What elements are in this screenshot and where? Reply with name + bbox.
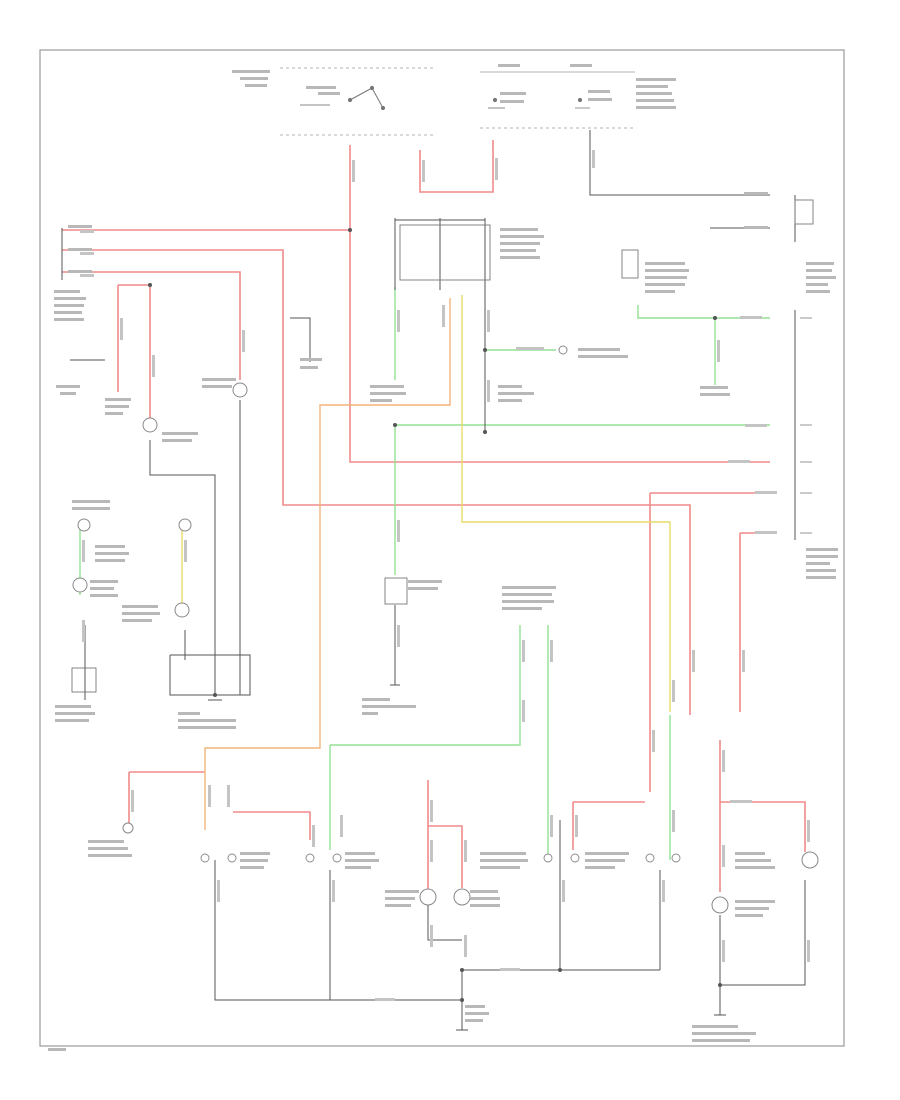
junction-dots xyxy=(148,228,722,1002)
label-texture xyxy=(48,64,838,1051)
yellow-wires xyxy=(181,295,671,712)
black-wires xyxy=(61,130,806,1030)
relay-boxes xyxy=(71,199,814,693)
green-wires xyxy=(79,287,770,860)
bulb-sockets xyxy=(200,853,681,863)
orange-wires xyxy=(204,298,451,830)
hazard-switch-housing xyxy=(280,67,435,136)
turn-switch-housing xyxy=(480,71,635,129)
diagram-border xyxy=(39,49,845,1047)
connector-stubs xyxy=(300,104,812,534)
ground-symbols xyxy=(208,684,726,1031)
lamps xyxy=(72,345,819,914)
red-wires xyxy=(62,140,806,892)
wire-tag-texture xyxy=(80,150,810,1001)
switch-contacts xyxy=(347,85,583,111)
